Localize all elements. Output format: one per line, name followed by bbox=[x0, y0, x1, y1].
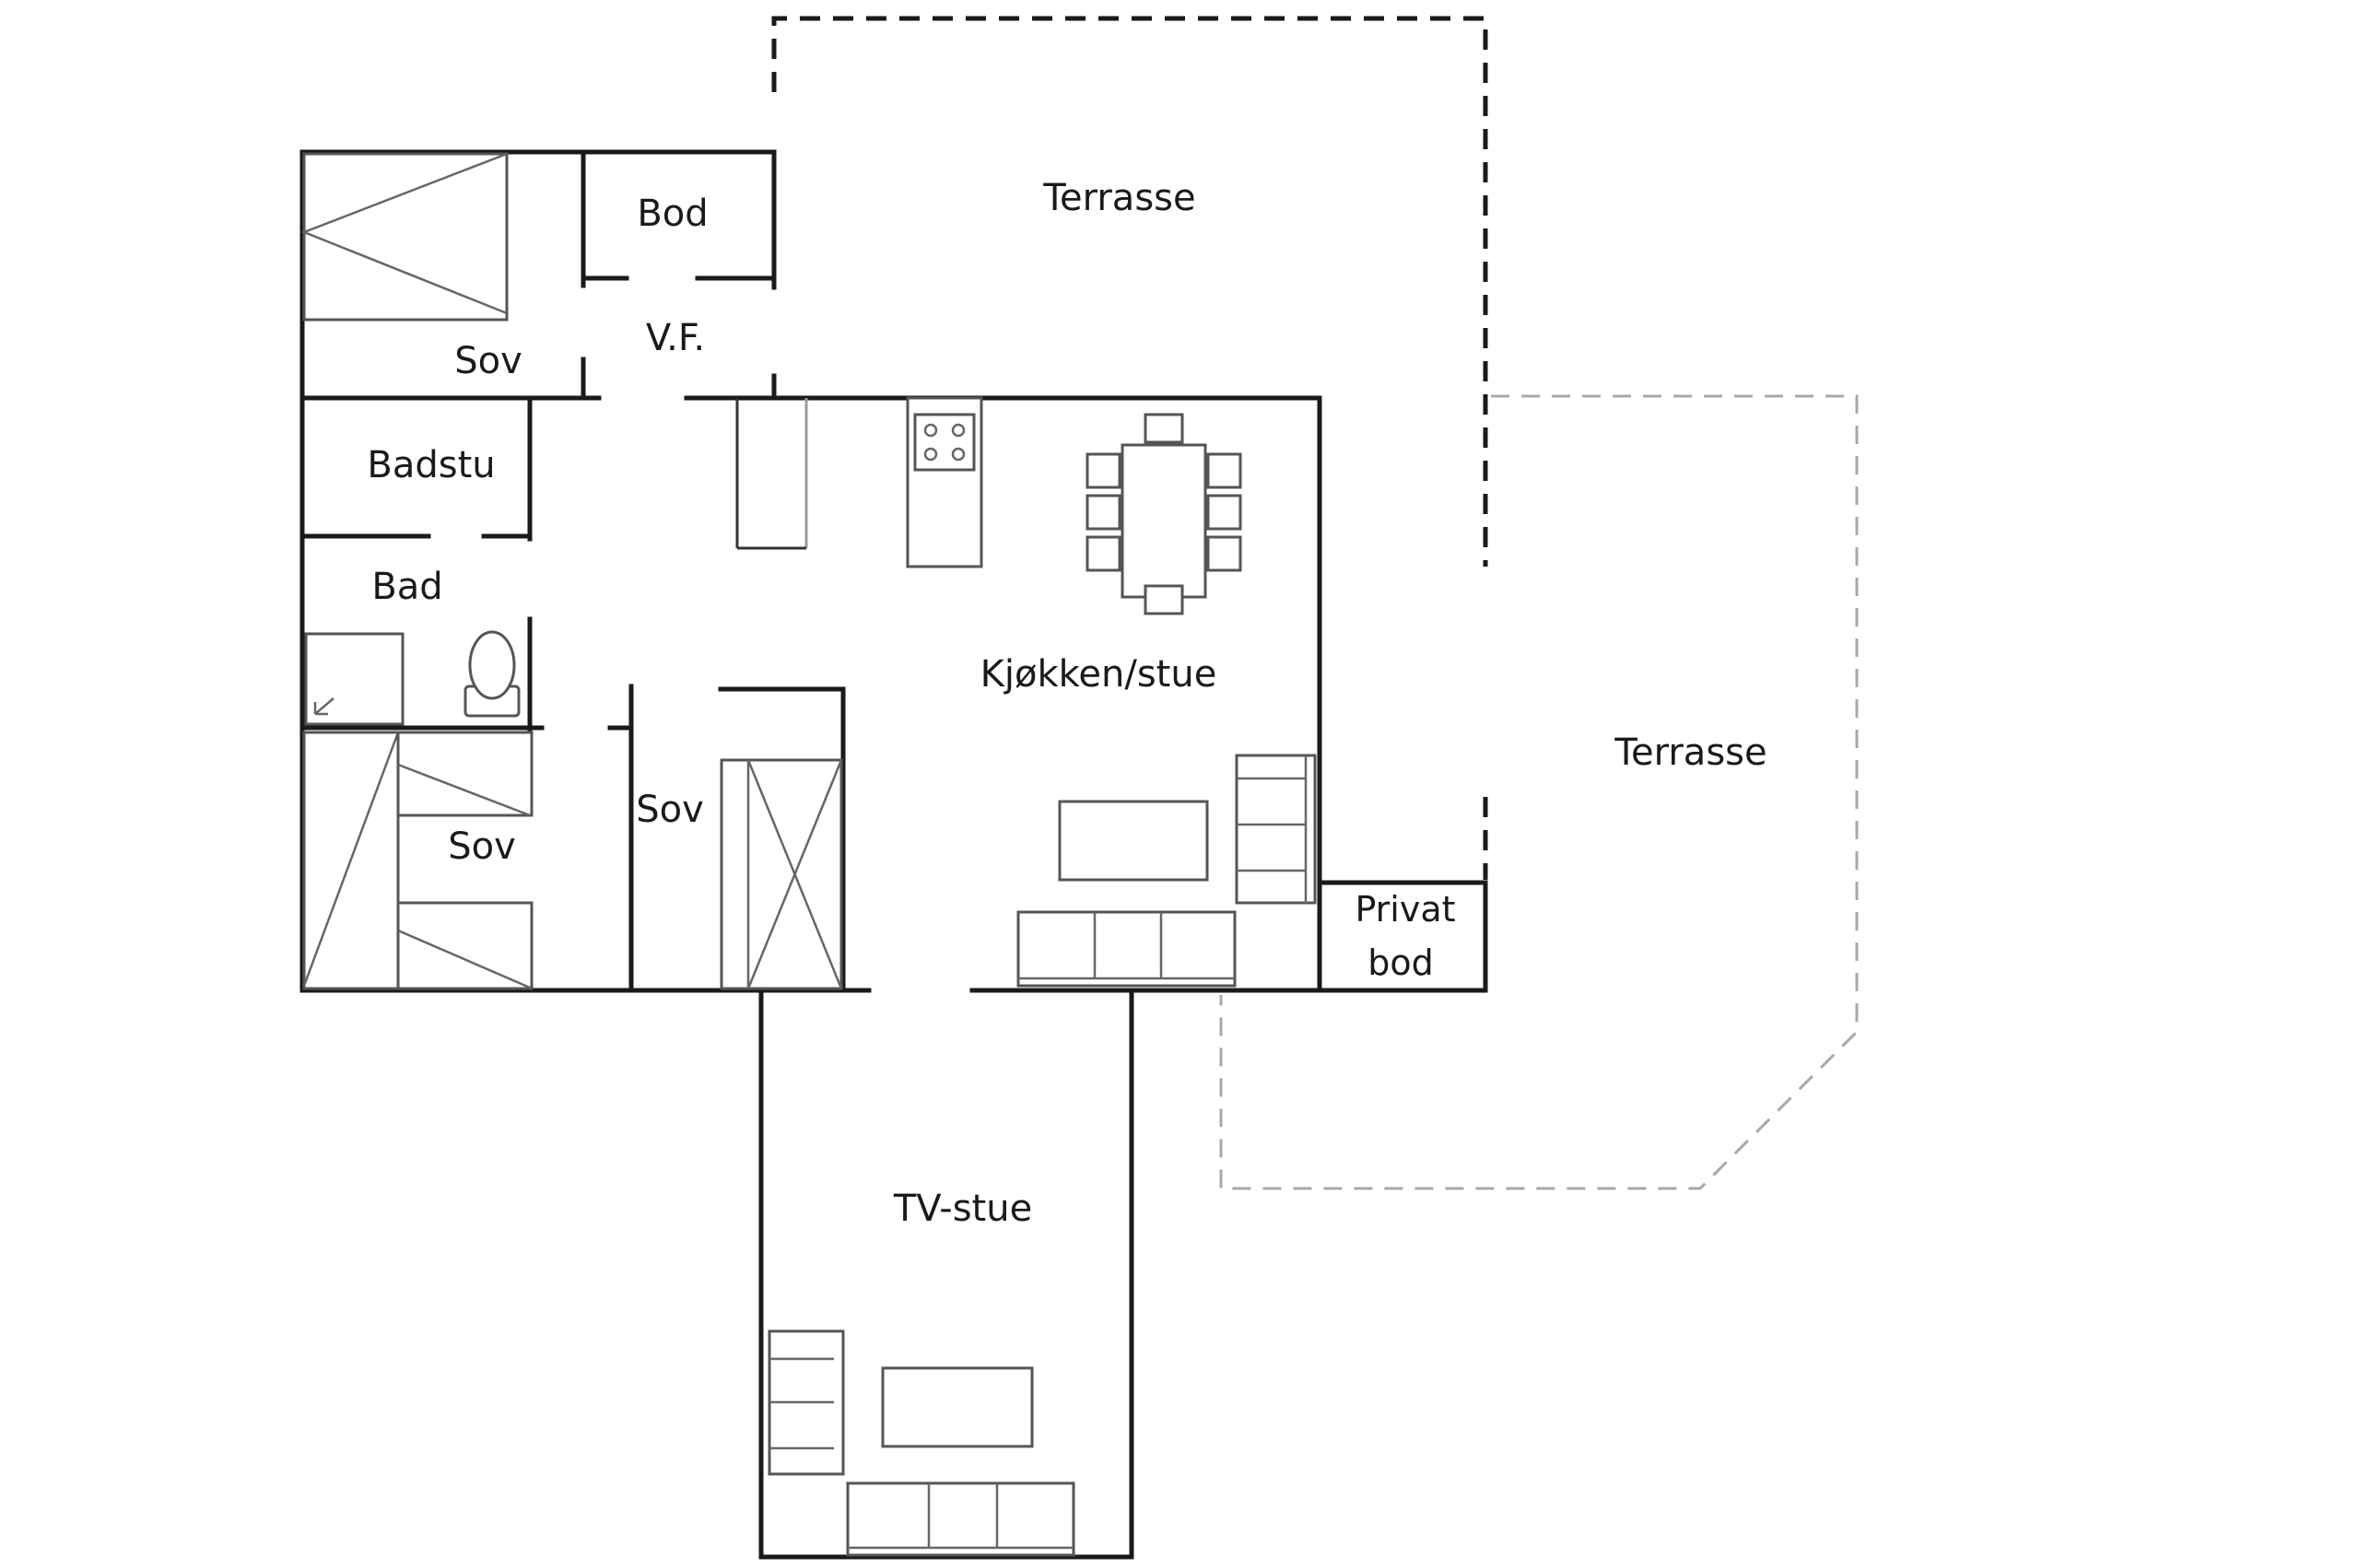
shower bbox=[304, 632, 405, 726]
room-label-sov-top: Sov bbox=[454, 340, 522, 382]
toilet bbox=[464, 630, 521, 718]
room-label-sov-left: Sov bbox=[448, 825, 516, 868]
stove-counter bbox=[906, 396, 983, 568]
room-label-terrasse-right: Terrasse bbox=[1614, 731, 1766, 774]
bed-left-2 bbox=[396, 731, 534, 990]
dining-table bbox=[1086, 413, 1242, 615]
exterior-walls bbox=[299, 149, 1488, 1560]
living-coffee-table bbox=[1058, 800, 1209, 882]
room-label-vf: V.F. bbox=[646, 317, 705, 359]
room-label-bad: Bad bbox=[371, 566, 442, 608]
terrace-right-outline bbox=[1219, 394, 1859, 1190]
interior-walls bbox=[299, 149, 846, 993]
tv-sofa-side bbox=[768, 1329, 845, 1476]
room-label-kjokken-stue: Kjøkken/stue bbox=[980, 653, 1217, 696]
terrace-top-outline bbox=[771, 16, 1488, 567]
bed-left-1 bbox=[302, 731, 400, 990]
living-sofa-right bbox=[1235, 754, 1317, 905]
room-label-bod: Bod bbox=[637, 193, 708, 235]
room-label-bod-small: bod bbox=[1367, 942, 1434, 983]
bed-top bbox=[300, 152, 509, 322]
room-label-privat: Privat bbox=[1355, 889, 1455, 930]
living-sofa-bottom bbox=[1016, 910, 1237, 988]
bunk-bed-mid bbox=[720, 758, 843, 990]
room-label-badstu: Badstu bbox=[367, 444, 495, 486]
room-label-sov-mid: Sov bbox=[636, 789, 704, 831]
tv-coffee-table bbox=[881, 1366, 1034, 1448]
tv-sofa-bottom bbox=[846, 1481, 1075, 1557]
room-label-tv-stue: TV-stue bbox=[893, 1188, 1032, 1230]
room-label-terrasse-top: Terrasse bbox=[1042, 177, 1195, 219]
